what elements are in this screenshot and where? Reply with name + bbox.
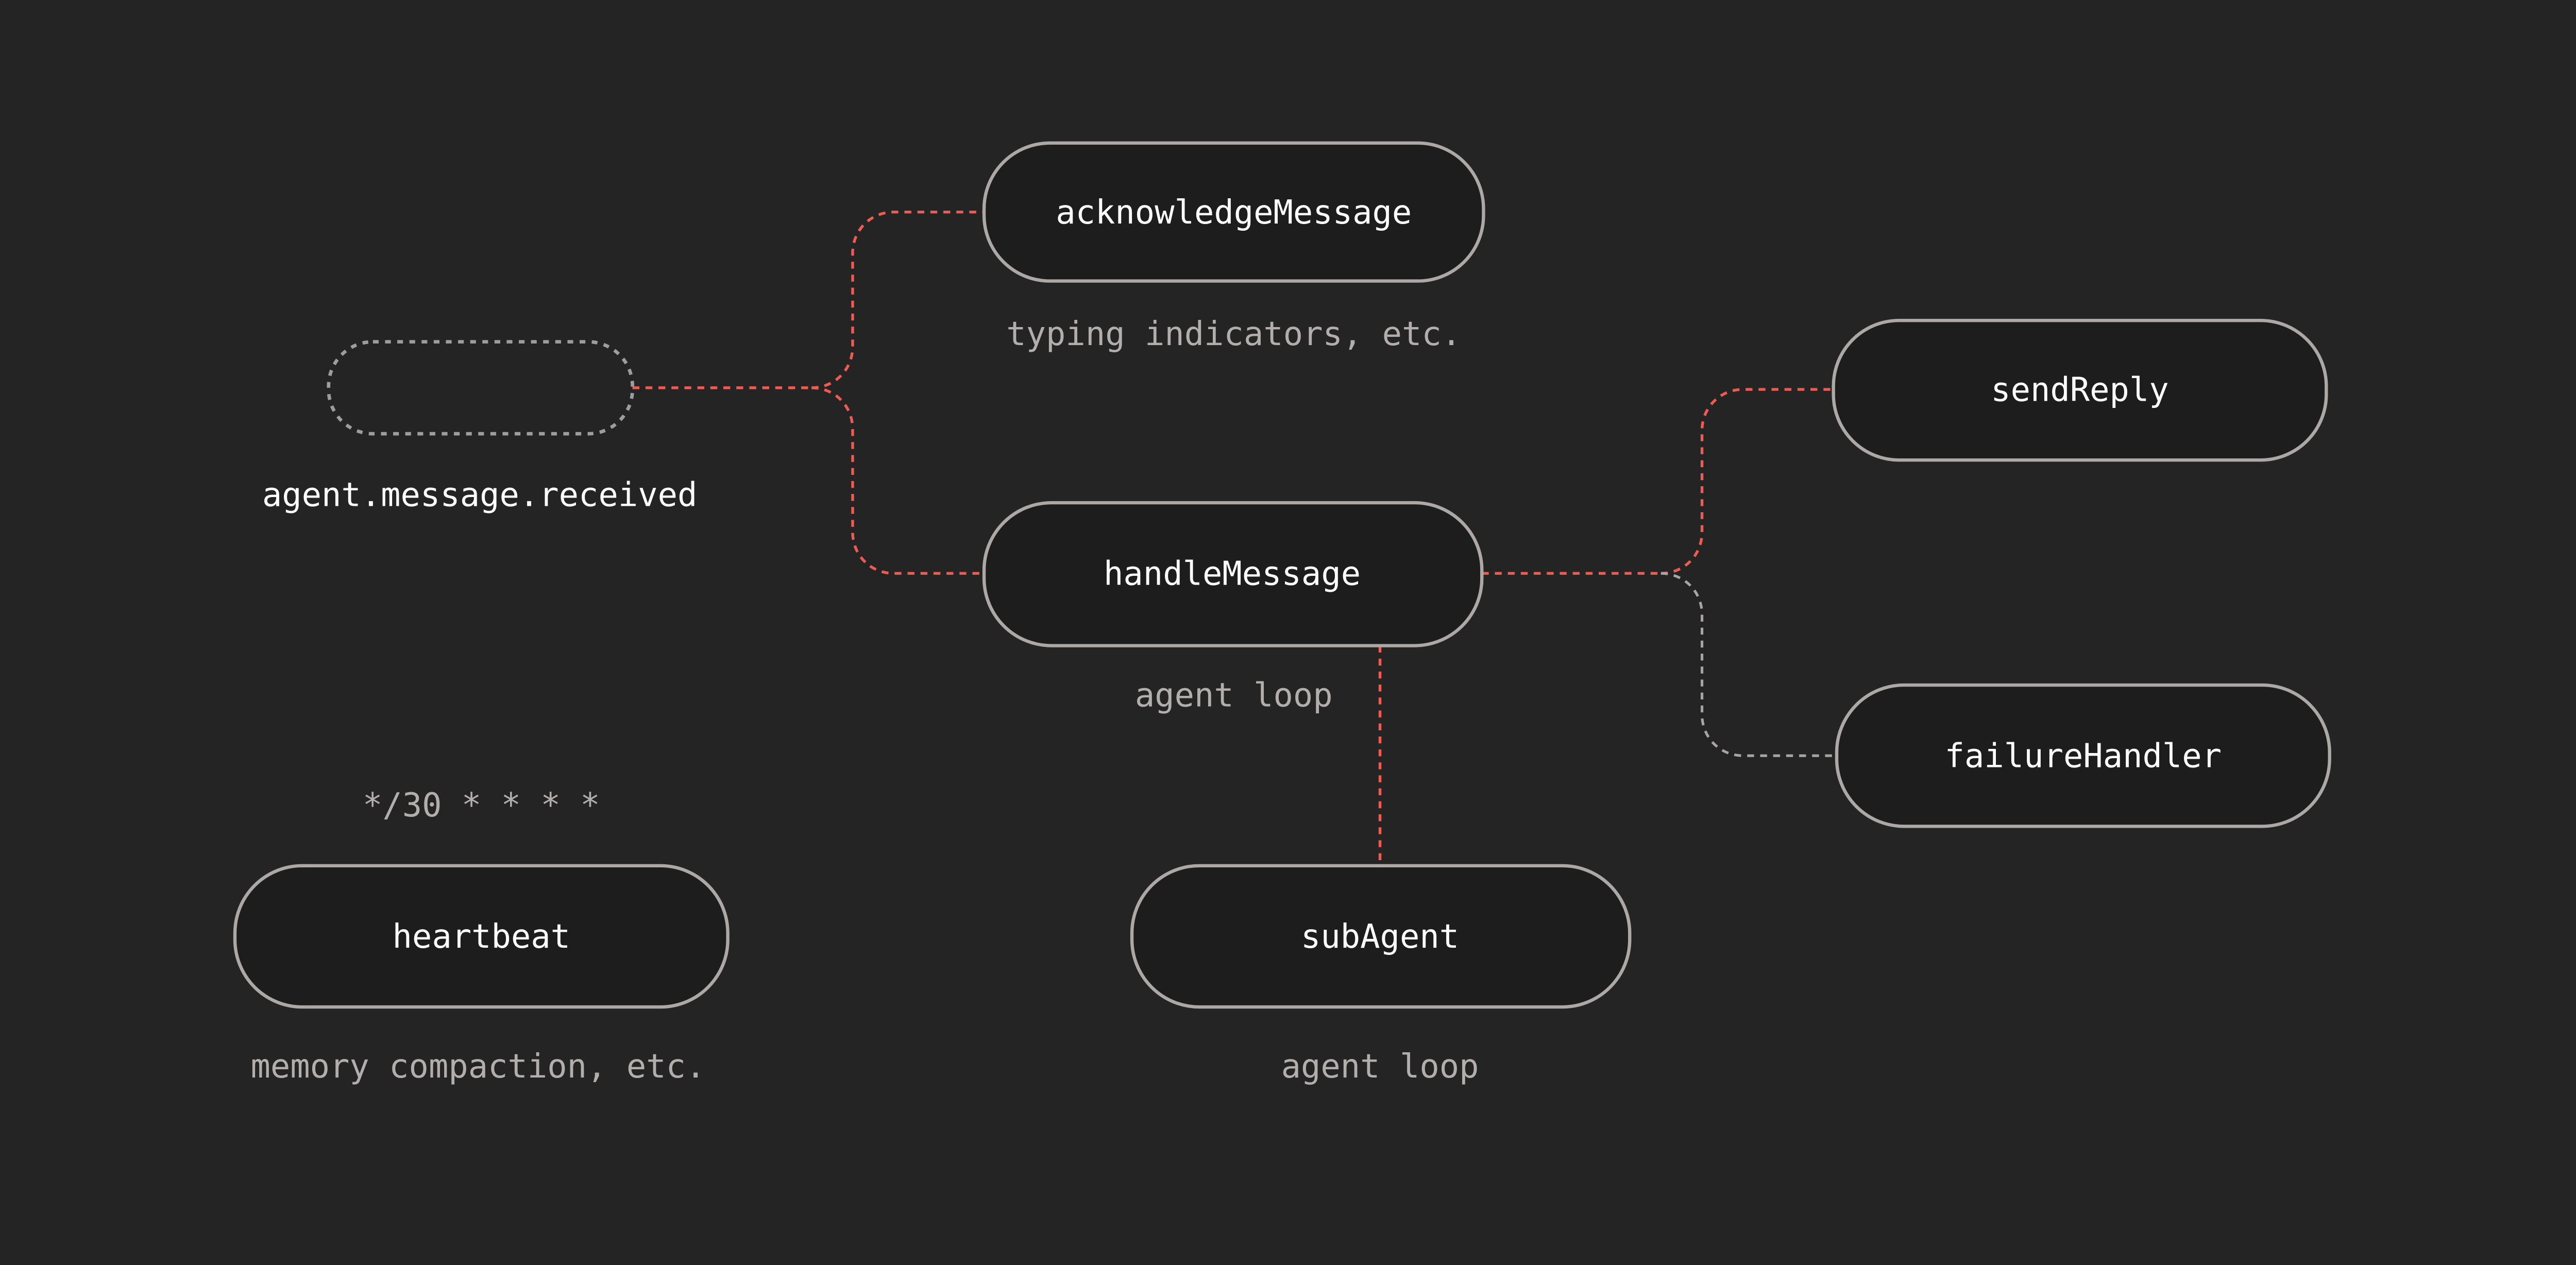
event-node-agent-message-received: agent.message.received [262, 340, 698, 514]
node-handleMessage: handleMessage agent loop [982, 501, 1484, 714]
edge-event-to-acknowledge [811, 210, 985, 389]
node-acknowledgeMessage: acknowledgeMessage typing indicators, et… [982, 141, 1485, 353]
node-handleMessage-caption: agent loop [1135, 676, 1333, 714]
node-failureHandler: failureHandler [1835, 683, 2331, 828]
node-failureHandler-box [1835, 683, 2331, 828]
node-subAgent-box [1130, 864, 1632, 1009]
node-subAgent-label: subAgent [1301, 918, 1459, 956]
node-subAgent: subAgent agent loop [1130, 864, 1632, 1086]
node-handleMessage-box [982, 501, 1484, 647]
node-heartbeat-schedule: */30 * * * * [363, 787, 600, 825]
node-failureHandler-label: failureHandler [1945, 737, 2222, 775]
event-label: agent.message.received [262, 476, 698, 514]
event-pill-outline [327, 340, 635, 436]
node-subAgent-caption: agent loop [1281, 1048, 1479, 1086]
node-heartbeat-box [233, 864, 730, 1009]
node-acknowledgeMessage-caption: typing indicators, etc. [1006, 315, 1461, 353]
node-sendReply-box [1832, 318, 2328, 462]
edge-handle-to-failurehandler [1660, 572, 1837, 757]
edges [632, 210, 1837, 866]
node-acknowledgeMessage-label: acknowledgeMessage [1056, 194, 1412, 232]
node-heartbeat: */30 * * * * heartbeat memory compaction… [233, 787, 730, 1086]
node-sendReply-label: sendReply [1991, 371, 2169, 409]
edge-handle-to-sendreply [1660, 388, 1834, 575]
node-acknowledgeMessage-box [982, 141, 1485, 283]
node-heartbeat-caption: memory compaction, etc. [250, 1048, 705, 1086]
node-sendReply: sendReply [1832, 318, 2328, 462]
node-heartbeat-label: heartbeat [393, 918, 571, 956]
edge-event-to-handle [811, 386, 985, 575]
node-handleMessage-label: handleMessage [1104, 555, 1361, 593]
